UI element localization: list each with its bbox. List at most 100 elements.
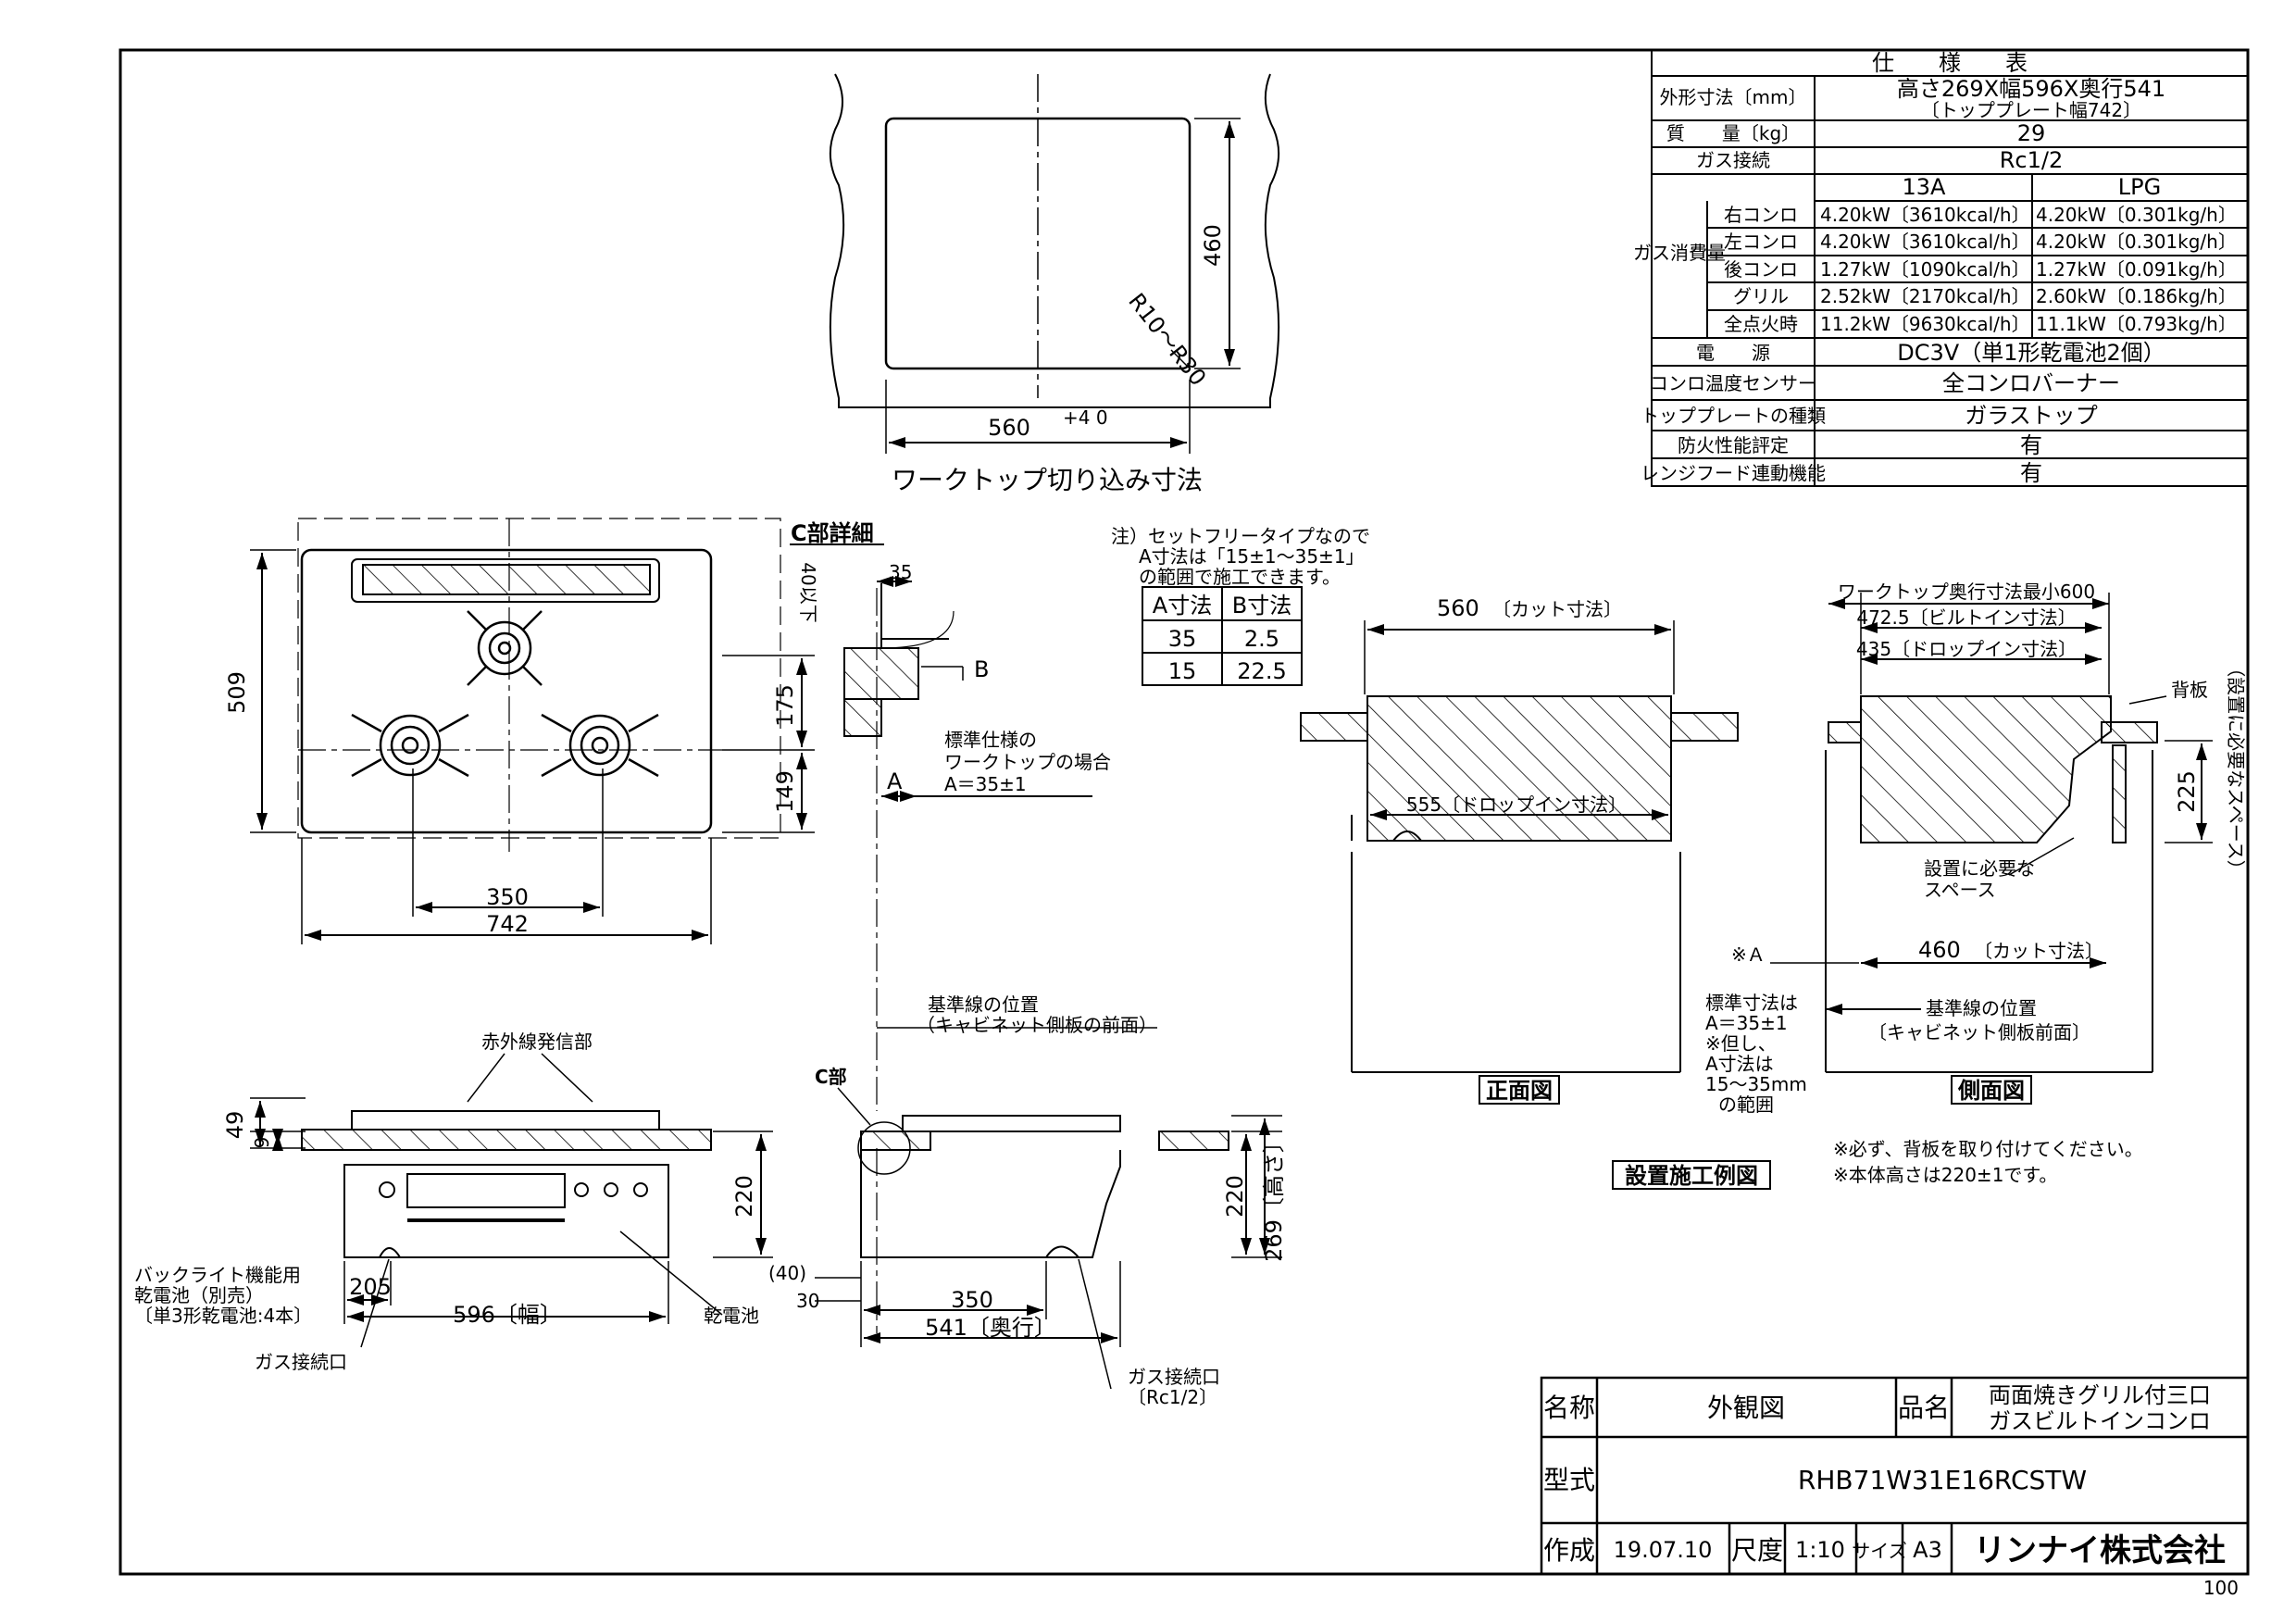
gas-row-13a: 11.2kW〔9630kcal/h〕 — [1820, 313, 2030, 335]
gas-row-lpg: 1.27kW〔0.091kg/h〕 — [2036, 258, 2237, 281]
spec-value-gas: Rc1/2 — [2000, 147, 2064, 173]
note-cell: 22.5 — [1237, 658, 1286, 684]
spec-value-hood: 有 — [2020, 460, 2042, 486]
ir-label: 赤外線発信部 — [481, 1031, 593, 1053]
spec-label-hood: レンジフード連動機能 — [1641, 462, 1826, 484]
battery-note: 乾電池（別売） — [134, 1284, 264, 1306]
front-dim-49: 49 — [222, 1111, 248, 1140]
note-table — [1142, 586, 1303, 686]
install-std-note: 15～35mm — [1705, 1073, 1807, 1095]
install-front-title: 正面図 — [1486, 1078, 1553, 1104]
detail-c-drawing — [790, 543, 1092, 1111]
cutout-depth: 460 — [1200, 224, 1226, 267]
section-title-box — [1612, 1160, 1771, 1190]
burner-left — [351, 713, 469, 778]
top-dim-175: 175 — [772, 684, 798, 727]
tb-product: ガスビルトインコンロ — [1989, 1408, 2211, 1434]
spec-value-size: 高さ269X幅596X奥行541 — [1897, 76, 2165, 102]
install-side-cut: 460 — [1918, 937, 1961, 963]
detail-c-35: 35 — [889, 561, 912, 583]
gas-row-name: グリル — [1733, 285, 1789, 307]
spec-value-top: ガラストップ — [1965, 403, 2098, 429]
tb-model-label: 型式 — [1543, 1465, 1595, 1495]
tb-name-label: 名称 — [1543, 1393, 1595, 1423]
note-cell: 35 — [1168, 626, 1197, 652]
gas-consumption-label: ガス消費量 — [1633, 242, 1726, 264]
note-header-b: B寸法 — [1232, 593, 1292, 618]
side-title-box — [1951, 1075, 2032, 1105]
side-c-label: C部 — [815, 1066, 847, 1088]
side-dim-541: 541〔奥行〕 — [925, 1315, 1056, 1341]
side-ref-line: 基準線の位置 — [928, 993, 1039, 1016]
spec-label-size: 外形寸法〔mm〕 — [1660, 86, 1807, 108]
side-dim-269: 269〔高さ〕 — [1261, 1131, 1287, 1262]
cutout-drawing — [829, 73, 1280, 454]
install-drop-in: 555〔ドロップイン寸法〕 — [1406, 793, 1627, 816]
tb-date-label: 作成 — [1543, 1535, 1595, 1566]
tb-product-label: 品名 — [1898, 1393, 1950, 1423]
spec-value-sensor: 全コンロバーナー — [1942, 370, 2120, 396]
install-front-dim-suffix: 〔カット寸法〕 — [1492, 598, 1622, 620]
tb-size-label: サイズ — [1852, 1540, 1906, 1562]
front-battery: 乾電池 — [704, 1305, 759, 1327]
tb-size: A3 — [1913, 1537, 1942, 1563]
side-view-drawing — [815, 1027, 1282, 1390]
side-dim-350: 350 — [951, 1287, 993, 1313]
tb-company: リンナイ株式会社 — [1974, 1532, 2226, 1569]
top-view-drawing — [250, 518, 815, 944]
front-gas-port: ガス接続口 — [255, 1351, 347, 1373]
detail-c-b: B — [974, 656, 989, 682]
side-dim-30: 30 — [796, 1290, 819, 1312]
gas-row-13a: 2.52kW〔2170kcal/h〕 — [1820, 285, 2030, 307]
side-dim-40: (40) — [768, 1262, 806, 1284]
gas-row-lpg: 2.60kW〔0.186kg/h〕 — [2036, 285, 2237, 307]
install-note: ※本体高さは220±1です。 — [1833, 1164, 2057, 1186]
side-gas-port: 〔Rc1/2〕 — [1128, 1386, 1217, 1408]
cutout-radius: R10～R30 — [1123, 288, 1211, 391]
install-side-drawing — [1770, 593, 2213, 1073]
tb-name: 外観図 — [1707, 1393, 1785, 1423]
spec-label-fire: 防火性能評定 — [1678, 434, 1789, 456]
gas-row-13a: 1.27kW〔1090kcal/h〕 — [1820, 258, 2030, 281]
note-cell: 2.5 — [1244, 626, 1279, 652]
cutout-caption: ワークトップ切り込み寸法 — [892, 465, 1203, 495]
gas-row-13a: 4.20kW〔3610kcal/h〕 — [1820, 204, 2030, 226]
gas-row-13a: 4.20kW〔3610kcal/h〕 — [1820, 231, 2030, 253]
front-title-box — [1479, 1075, 1560, 1105]
gas-header-13a: 13A — [1903, 174, 1947, 200]
install-builtin: 472.5〔ビルトイン寸法〕 — [1856, 606, 2076, 629]
tb-scale: 1:10 — [1795, 1537, 1845, 1563]
gas-row-name: 全点火時 — [1724, 313, 1798, 335]
install-dropin2: 435〔ドロップイン寸法〕 — [1856, 638, 2077, 660]
gas-header-lpg: LPG — [2118, 174, 2161, 200]
gas-row-name: 後コンロ — [1724, 258, 1798, 281]
tb-model: RHB71W31E16RCSTW — [1798, 1465, 2087, 1495]
tb-product: 両面焼きグリル付三口 — [1989, 1382, 2211, 1408]
burner-right — [541, 713, 659, 778]
battery-note: バックライト機能用 — [134, 1264, 301, 1286]
burner-rear — [467, 610, 543, 686]
install-ref-line: 〔キャビネット側板前面〕 — [1868, 1021, 2090, 1043]
detail-c-title: C部詳細 — [791, 520, 874, 546]
front-dim-205: 205 — [349, 1274, 392, 1300]
title-block — [1540, 1376, 2250, 1576]
install-std-note: の範囲 — [1718, 1093, 1774, 1116]
front-view-drawing — [250, 1053, 773, 1348]
gas-row-lpg: 4.20kW〔0.301kg/h〕 — [2036, 231, 2237, 253]
top-dim-149: 149 — [772, 770, 798, 813]
install-std-note: A寸法は — [1705, 1053, 1774, 1075]
note-header-a: A寸法 — [1153, 593, 1212, 618]
note-cell: 15 — [1168, 658, 1197, 684]
detail-c-40: 40以下 — [797, 562, 819, 622]
spec-label-mass: 質 量〔kg〕 — [1666, 122, 1800, 144]
install-note: ※必ず、背板を取り付けてください。 — [1833, 1138, 2143, 1160]
spec-title: 仕 様 表 — [1872, 50, 2028, 76]
top-dim-509: 509 — [224, 671, 250, 714]
tb-date: 19.07.10 — [1614, 1537, 1713, 1563]
side-gas-port: ガス接続口 — [1128, 1366, 1220, 1388]
cutout-width: 560 — [988, 415, 1030, 441]
spec-value-mass: 29 — [2017, 120, 2046, 146]
install-std-note: 標準寸法は — [1705, 992, 1798, 1014]
detail-c-note: ワークトップの場合 — [944, 751, 1111, 773]
